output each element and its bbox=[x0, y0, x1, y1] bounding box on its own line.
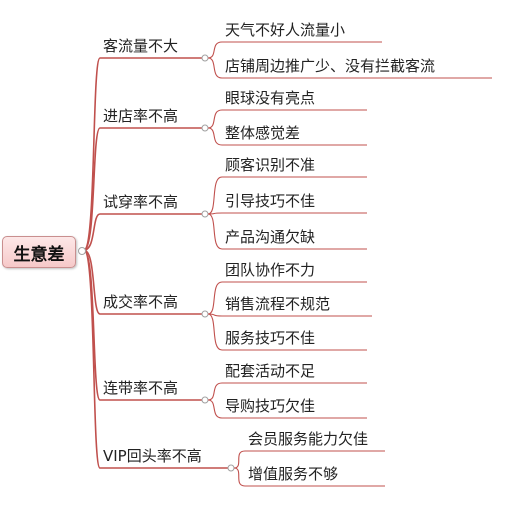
root-collapse-handle[interactable] bbox=[78, 247, 86, 255]
branch-to-leaf-connector bbox=[207, 213, 367, 250]
branch-node[interactable]: 进店率不高 bbox=[103, 107, 179, 125]
leaf-node[interactable]: 服务技巧不佳 bbox=[225, 329, 316, 347]
branch-to-leaf-connector bbox=[207, 281, 367, 315]
branch-node[interactable]: 试穿率不高 bbox=[103, 193, 179, 211]
branch-to-leaf-connector bbox=[207, 109, 367, 129]
branch-collapse-handle[interactable] bbox=[227, 464, 235, 472]
branch-to-leaf-connector bbox=[207, 313, 372, 317]
branch-node[interactable]: 成交率不高 bbox=[103, 293, 179, 311]
leaf-node[interactable]: 会员服务能力欠佳 bbox=[248, 430, 369, 448]
root-to-branch-connector bbox=[83, 57, 101, 251]
leaf-node[interactable]: 眼球没有亮点 bbox=[225, 89, 316, 107]
branch-collapse-handle[interactable] bbox=[201, 396, 209, 404]
leaf-node[interactable]: 导购技巧欠佳 bbox=[225, 397, 316, 415]
leaf-node[interactable]: 引导技巧不佳 bbox=[225, 192, 316, 210]
branch-to-leaf-connector bbox=[207, 382, 367, 401]
branch-collapse-handle[interactable] bbox=[201, 124, 209, 132]
branch-to-leaf-connector bbox=[207, 399, 367, 419]
leaf-node[interactable]: 天气不好人流量小 bbox=[225, 21, 346, 39]
branch-to-leaf-connector bbox=[233, 467, 385, 487]
root-to-branch-connector bbox=[83, 127, 101, 251]
leaf-node[interactable]: 配套活动不足 bbox=[225, 362, 316, 380]
branch-node[interactable]: VIP回头率不高 bbox=[103, 447, 202, 465]
branch-to-leaf-connector bbox=[207, 313, 367, 351]
root-to-branch-connector bbox=[83, 249, 101, 469]
root-to-branch-connector bbox=[83, 213, 101, 251]
branch-collapse-handle[interactable] bbox=[201, 310, 209, 318]
root-node-label: 生意差 bbox=[13, 244, 65, 265]
branch-node[interactable]: 客流量不大 bbox=[103, 37, 179, 55]
branch-collapse-handle[interactable] bbox=[201, 210, 209, 218]
root-to-branch-connector bbox=[83, 249, 101, 315]
root-node[interactable]: 生意差 bbox=[2, 236, 76, 268]
leaf-node[interactable]: 店铺周边推广少、没有拦截客流 bbox=[225, 57, 436, 75]
branch-to-leaf-connector bbox=[207, 176, 367, 215]
branch-to-leaf-connector bbox=[233, 450, 385, 469]
leaf-node[interactable]: 团队协作不力 bbox=[225, 261, 316, 279]
branch-to-leaf-connector bbox=[207, 127, 367, 146]
leaf-node[interactable]: 增值服务不够 bbox=[248, 465, 339, 483]
branch-to-leaf-connector bbox=[207, 57, 492, 79]
branch-collapse-handle[interactable] bbox=[201, 54, 209, 62]
leaf-node[interactable]: 顾客识别不准 bbox=[225, 156, 316, 174]
leaf-node[interactable]: 销售流程不规范 bbox=[225, 295, 331, 313]
leaf-node[interactable]: 产品沟通欠缺 bbox=[225, 228, 316, 246]
leaf-node[interactable]: 整体感觉差 bbox=[225, 124, 301, 142]
branch-node[interactable]: 连带率不高 bbox=[103, 379, 179, 397]
branch-to-leaf-connector bbox=[207, 212, 367, 215]
branch-to-leaf-connector bbox=[207, 41, 382, 59]
